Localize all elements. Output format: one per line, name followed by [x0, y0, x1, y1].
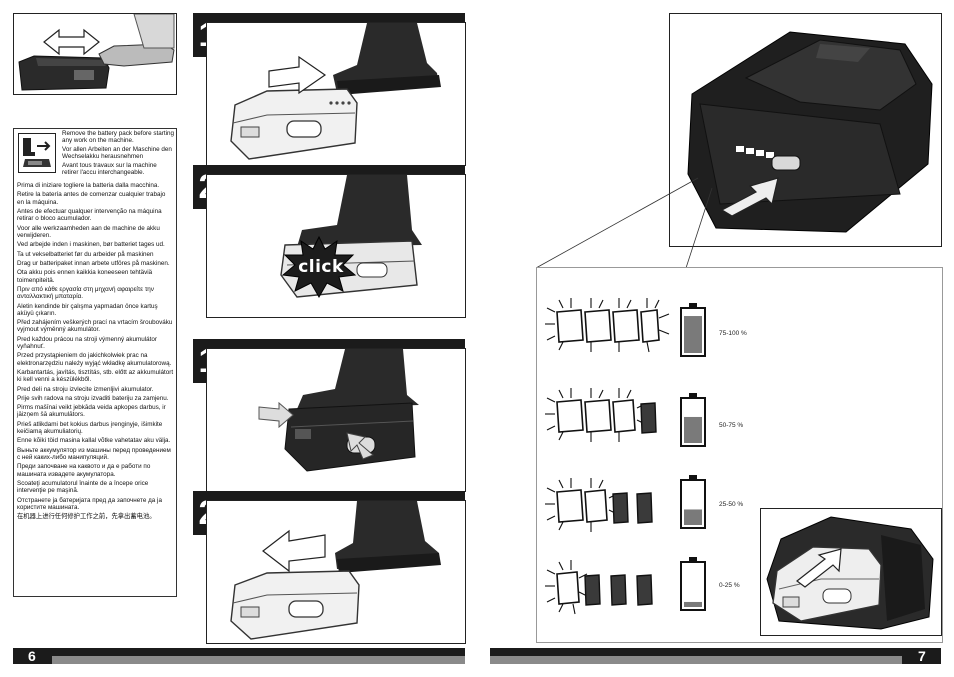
warning-line-fr: Avant tous travaux sur la machine retire… — [62, 162, 157, 177]
warning-line: Ved arbejde inden i maskinen, bør batter… — [17, 241, 165, 249]
fuel-gauge-button — [771, 155, 801, 171]
footer-strip-right — [490, 656, 902, 664]
led-row-25-50 — [545, 478, 653, 532]
warning-line: Отстранете ја батеријата пред да започне… — [17, 496, 162, 511]
battery-terminal — [689, 475, 697, 480]
battery-slide-drawing — [18, 14, 175, 91]
step-header-bar — [193, 491, 465, 501]
battery-removal-warning: Remove the battery pack before starting … — [13, 128, 177, 597]
battery-terminal — [689, 557, 697, 562]
warning-line: Prima di iniziare togliere la batteria d… — [17, 182, 160, 189]
step-press-release-illustration — [206, 348, 466, 492]
step-remove-illustration — [206, 500, 466, 644]
battery-level-fill — [684, 509, 702, 525]
charger-illustration — [760, 508, 942, 636]
warning-line: 在机器上进行任何修护工作之前，先拿出蓄电池。 — [17, 513, 156, 521]
step-header-bar — [193, 13, 465, 23]
battery-pack-illustration — [669, 13, 942, 247]
battery-terminal — [689, 393, 697, 398]
warning-line: Scoateţi acumulatorul înainte de a încep… — [17, 480, 149, 495]
warning-line: Voor alle werkzaamheden aan de machine d… — [17, 224, 160, 239]
warning-line: Aletin kendinde bir çalışma yapmadan önc… — [17, 302, 158, 317]
battery-slide-illustration — [13, 13, 177, 95]
warning-line: Pirms mašīnai veikt jebkāda veida apkope… — [17, 404, 166, 419]
warning-line: Drag ur batteripaket innan arbete utföre… — [17, 259, 170, 267]
charge-level-diagram — [545, 298, 706, 615]
led-row-0-25 — [545, 560, 653, 615]
click-burst-icon — [281, 235, 357, 299]
step-header-bar — [193, 165, 465, 175]
warning-line: Преди започване на каквото и да е работи… — [17, 463, 151, 478]
step-insert-illustration — [206, 22, 466, 166]
charge-level-label: 0-25 % — [719, 582, 740, 589]
warning-line: Retire la batería antes de comenzar cual… — [17, 191, 166, 206]
battery-level-fill — [684, 601, 702, 607]
click-label: click — [298, 257, 344, 277]
warning-line: Πριν από κάθε εργασία στη μηχανή αφαιρεί… — [17, 285, 154, 301]
warning-line: Karbantartás, javítás, tisztítás, stb. e… — [17, 368, 174, 384]
warning-translations: Prima di iniziare togliere la batteria d… — [17, 182, 174, 523]
page-number-left: 6 — [28, 648, 36, 664]
led-row-75-100 — [545, 298, 670, 353]
charge-level-panel: 75-100 % 50-75 % 25-50 % 0-25 % — [536, 267, 943, 643]
warning-line: Ota akku pois ennen kaikkia koneeseen te… — [17, 269, 153, 284]
battery-level-fill — [684, 416, 702, 443]
warning-line: Prije svih radova na stroju izvaditi bat… — [17, 394, 169, 402]
charge-level-label: 25-50 % — [719, 501, 744, 508]
warning-line: Pred deli na stroju izvlecite izmenljivi… — [17, 385, 154, 393]
warning-primary-text: Remove the battery pack before starting … — [62, 130, 174, 178]
step-header-bar — [193, 339, 465, 349]
charge-level-label: 75-100 % — [719, 330, 747, 337]
warning-line: Prieš atlikdami bet kokius darbus įrengi… — [17, 420, 163, 436]
battery-level-fill — [684, 316, 702, 353]
page-number-right: 7 — [918, 648, 926, 664]
led-row-50-75 — [545, 388, 657, 442]
battery-removal-icon — [18, 133, 56, 173]
warning-line-de: Vor allen Arbeiten an der Maschine den W… — [62, 146, 172, 161]
warning-line: Pred každou prácou na stroji výmenný aku… — [17, 335, 158, 350]
warning-line: Před zahájením veškerých prací na vrtací… — [17, 319, 173, 334]
warning-line: Przed przystąpieniem do jakichkolwiek pr… — [17, 352, 172, 367]
step-click-illustration: click — [206, 174, 466, 318]
fuel-gauge-leds — [736, 146, 774, 158]
charge-level-label: 50-75 % — [719, 422, 744, 429]
warning-line: Antes de efectuar qualquer intervenção n… — [17, 207, 162, 223]
footer-strip-left — [52, 656, 465, 664]
warning-line: Выньте аккумулятор из машины перед прове… — [17, 446, 171, 462]
callout-lines — [536, 177, 713, 269]
warning-line-en: Remove the battery pack before starting … — [62, 130, 175, 145]
warning-line: Enne kõiki töid masina kallal võtke vahe… — [17, 437, 171, 445]
battery-terminal — [689, 303, 697, 308]
warning-line: Ta ut vekselbatteriet før du arbeider på… — [17, 250, 154, 258]
